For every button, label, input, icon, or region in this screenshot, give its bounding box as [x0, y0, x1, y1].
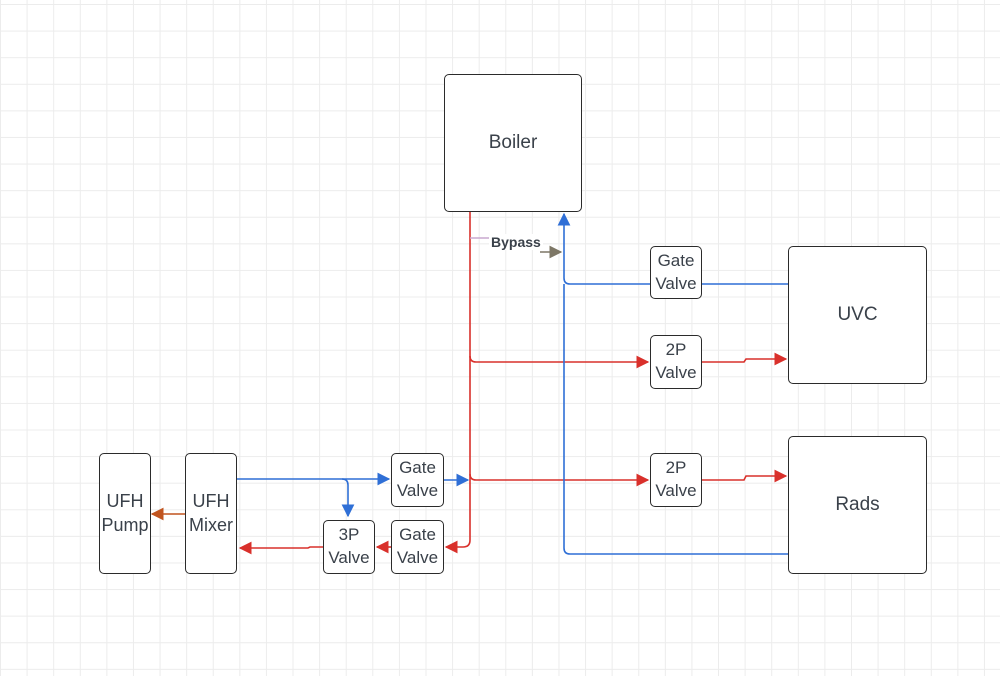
return-branch-to-3p	[341, 478, 355, 518]
return-uvc-line	[557, 212, 788, 285]
return-pipes	[237, 212, 788, 555]
ufh-pump-label: UFH Pump	[101, 491, 149, 535]
gate-valve-ufh-in: Gate Valve	[391, 453, 444, 507]
two-p-valve-uvc: 2P Valve	[650, 335, 702, 389]
supply-pipes	[238, 212, 788, 555]
two-p-valve-rads-label: 2P Valve	[655, 458, 697, 500]
ufh-mixer-box: UFH Mixer	[185, 453, 237, 574]
gate-valve-ufh-in-label: Gate Valve	[396, 458, 439, 500]
ufh-pump-box: UFH Pump	[99, 453, 151, 574]
rads-label: Rads	[835, 493, 880, 515]
bypass-pipe	[470, 237, 563, 259]
gate-valve-ufh-out-label: Gate Valve	[396, 525, 439, 567]
boiler-box: Boiler	[444, 74, 582, 212]
bypass-label: Bypass	[489, 234, 543, 250]
supply-3p-to-mixer	[238, 541, 323, 555]
ufh-mixer-label: UFH Mixer	[189, 491, 233, 535]
three-p-valve-label: 3P Valve	[328, 525, 370, 567]
two-p-valve-uvc-label: 2P Valve	[655, 340, 697, 382]
supply-2p-to-rads	[702, 469, 788, 483]
boiler-label: Boiler	[488, 131, 538, 153]
three-p-valve: 3P Valve	[323, 520, 375, 574]
supply-to-2p-rads	[469, 473, 650, 487]
uvc-box: UVC	[788, 246, 927, 384]
rads-box: Rads	[788, 436, 927, 574]
gate-valve-uvc-label: Gate Valve	[655, 250, 697, 293]
supply-trunk	[462, 212, 471, 548]
gate-valve-ufh-out: Gate Valve	[391, 520, 444, 574]
uvc-label: UVC	[837, 303, 878, 325]
two-p-valve-rads: 2P Valve	[650, 453, 702, 507]
supply-2p-to-uvc	[702, 352, 788, 366]
supply-to-2p-uvc	[469, 355, 650, 369]
return-rads-line	[563, 284, 788, 555]
gate-valve-uvc: Gate Valve	[650, 246, 702, 299]
